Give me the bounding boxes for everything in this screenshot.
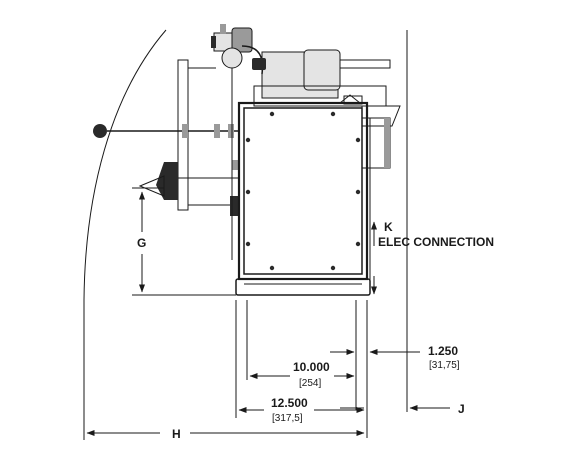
label-k: K xyxy=(384,220,393,234)
main-cabinet xyxy=(237,94,369,281)
cabinet-base xyxy=(235,278,371,296)
dim-1250-inch: 1.250 xyxy=(428,344,458,358)
dim-12500-inch: 12.500 xyxy=(271,396,308,410)
dim-g xyxy=(132,187,236,296)
blower-housing xyxy=(253,49,391,107)
gas-valve-assembly xyxy=(211,24,266,100)
label-j: J xyxy=(458,402,465,416)
nozzle-cone xyxy=(138,162,240,200)
dim-12500-mm: [317,5] xyxy=(272,413,303,424)
label-g: G xyxy=(137,236,146,250)
extension-lines xyxy=(235,300,368,438)
dim-1250-mm: [31,75] xyxy=(429,360,460,371)
label-elec-connection: ELEC CONNECTION xyxy=(378,235,494,249)
dim-10000-inch: 10.000 xyxy=(293,360,330,374)
door-swing-arc xyxy=(83,29,167,440)
air-tube-rod xyxy=(93,124,240,138)
dim-10000-mm: [254] xyxy=(299,378,321,389)
side-fittings xyxy=(230,100,238,260)
label-h: H xyxy=(172,427,181,441)
